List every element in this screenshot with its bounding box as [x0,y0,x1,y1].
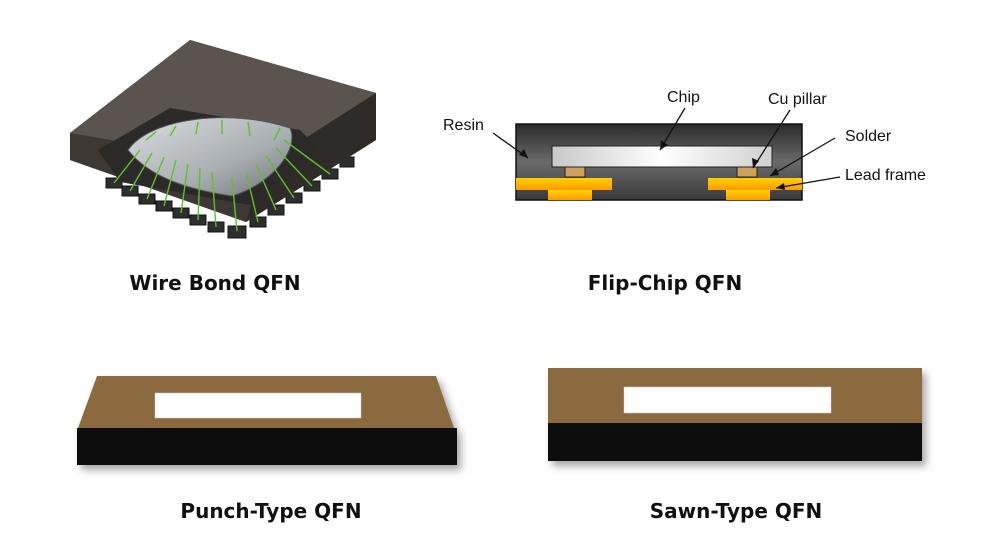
wire-bond-qfn-figure [70,40,376,239]
cu-pillar-left [564,166,586,178]
lead-frame-right [708,178,802,190]
caption-punch-type: Punch-Type QFN [180,499,361,523]
label-cu-pillar: Cu pillar [768,91,827,108]
caption-wire-bond: Wire Bond QFN [129,271,300,295]
flip-chip-qfn-figure: Chip Cu pillar Resin Solder Lead frame [443,89,926,201]
caption-sawn-type: Sawn-Type QFN [650,499,823,523]
lead-frame-left-pad [548,190,592,200]
bond-wires [113,120,331,232]
die [623,386,832,414]
die [154,392,362,419]
die-dome [127,117,293,197]
base-plate [548,423,922,461]
label-solder: Solder [845,128,892,145]
lead-frame-left [516,178,612,190]
label-resin: Resin [443,117,484,134]
label-chip: Chip [667,89,700,106]
label-lead-frame: Lead frame [845,167,926,184]
lead-frame-right-pad [726,190,770,200]
cu-pillar-right [736,166,758,178]
leader-arrowheads [519,140,785,190]
punch-type-qfn-figure [77,376,457,465]
sawn-type-qfn-figure [548,368,922,461]
base-plate [77,428,457,465]
caption-flip-chip: Flip-Chip QFN [588,271,742,295]
chip [551,145,773,168]
